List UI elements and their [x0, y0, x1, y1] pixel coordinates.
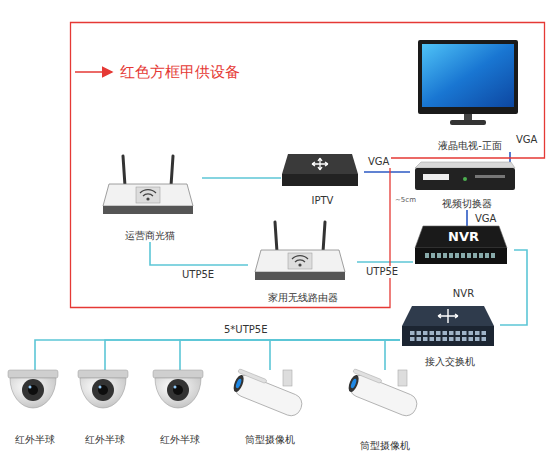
monitor-icon: [418, 40, 518, 126]
cable-connector: [509, 152, 511, 162]
dimension-note: ~5cm: [395, 196, 416, 204]
device-node: 家用无线路由器: [248, 218, 357, 304]
switch-icon: [402, 306, 494, 346]
device-node: 筒型摄像机: [340, 370, 430, 452]
cable-label: 5*UTP5E: [222, 324, 270, 336]
router-icon: [255, 220, 345, 280]
bullet-icon: [227, 370, 309, 420]
cable-connector: [202, 177, 281, 179]
cable-label: VGA: [473, 213, 498, 225]
cable-connector: [35, 340, 400, 370]
device-node: IPTV: [281, 150, 364, 207]
device-label: 筒型摄像机: [340, 440, 430, 452]
device-label: 运营商光猫: [98, 230, 202, 242]
device-node: NVR NVR: [413, 226, 514, 300]
cable-connector: [466, 210, 468, 226]
device-node: 红外半球: [73, 370, 137, 446]
device-node: 筒型摄像机: [226, 370, 314, 446]
cable-label: UTP5E: [180, 269, 216, 281]
iptv-icon: [282, 154, 358, 186]
device-label: NVR: [413, 288, 514, 300]
cable-connector: [357, 261, 413, 263]
cable-label: UTP5E: [364, 266, 400, 278]
device-label: 红外半球: [73, 434, 137, 446]
cable-connector: [385, 340, 400, 370]
cable-connector: [270, 340, 400, 370]
device-label: 接入交换机: [400, 356, 500, 368]
device-label: 家用无线路由器: [248, 292, 357, 304]
cable-label: VGA: [366, 156, 391, 168]
device-marking: NVR: [413, 230, 514, 244]
dome-icon: [149, 370, 207, 418]
region-title: 红色方框甲供设备: [120, 63, 240, 81]
device-label: 视频切换器: [410, 198, 524, 210]
device-node: 红外半球: [3, 370, 67, 446]
device-node: 红外半球: [148, 370, 212, 446]
cable-connector: [150, 242, 248, 265]
dome-icon: [4, 370, 62, 418]
device-label: 红外半球: [148, 434, 212, 446]
cable-connector: [105, 340, 400, 370]
device-node: 接入交换机: [400, 306, 500, 368]
dome-icon: [74, 370, 132, 418]
cable-connector: [180, 340, 400, 370]
device-label: 筒型摄像机: [226, 434, 314, 446]
device-label: 红外半球: [3, 434, 67, 446]
bullet-icon: [342, 370, 424, 420]
switcher-icon: [415, 162, 515, 190]
router-icon: [103, 154, 193, 214]
device-node: 视频切换器: [410, 162, 524, 210]
cable-connector: [364, 171, 410, 173]
device-node: 运营商光猫: [98, 150, 202, 242]
device-label: IPTV: [281, 195, 364, 207]
cable-label: VGA: [514, 134, 539, 146]
